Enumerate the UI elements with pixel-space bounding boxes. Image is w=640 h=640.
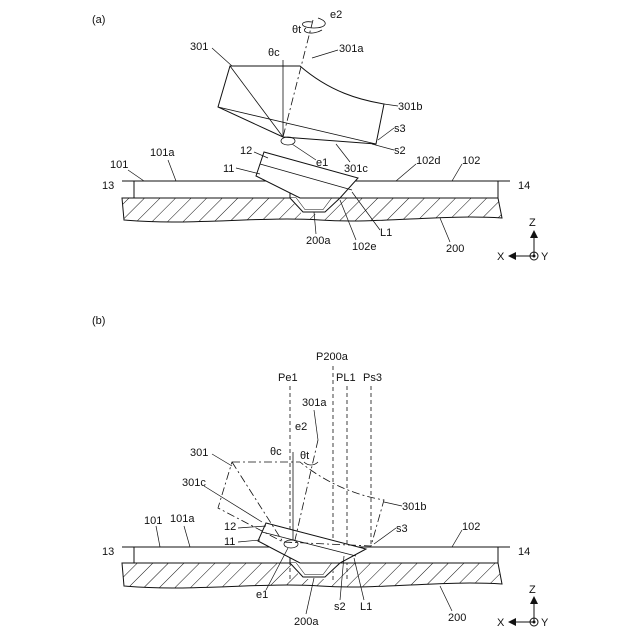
panel-b: (b) P200a Pe1 PL1 Ps3 301a e2 bbox=[92, 315, 549, 629]
waveguide-102 bbox=[340, 181, 498, 198]
theta-t-arc bbox=[304, 28, 322, 33]
label-102: 102 bbox=[462, 155, 480, 167]
label-12-b: 12 bbox=[224, 521, 236, 533]
label-102e: 102e bbox=[352, 241, 376, 253]
label-301b: 301b bbox=[398, 101, 422, 113]
panel-a-label: (a) bbox=[92, 14, 105, 26]
axis-indicator-a: Z X Y bbox=[497, 217, 549, 263]
axis-indicator-b: Z X Y bbox=[497, 584, 549, 629]
label-101-b: 101 bbox=[144, 515, 162, 527]
tool-301-b-edge bbox=[232, 462, 283, 542]
label-theta-t-b: θt bbox=[300, 450, 309, 462]
label-e2-b: e2 bbox=[295, 421, 307, 433]
e2-rotation-arrow bbox=[303, 18, 326, 28]
label-11-b: 11 bbox=[224, 536, 235, 548]
label-14-b: 14 bbox=[518, 546, 530, 558]
label-11: 11 bbox=[223, 163, 234, 175]
label-P200a: P200a bbox=[316, 351, 349, 363]
panel-b-label: (b) bbox=[92, 315, 105, 327]
label-theta-c-b: θc bbox=[270, 446, 282, 458]
label-200a: 200a bbox=[306, 235, 331, 247]
panel-a: (a) e2 θt 301 θc 301a 301b s3 bbox=[92, 9, 549, 263]
label-e2: e2 bbox=[330, 9, 342, 21]
label-301a: 301a bbox=[339, 43, 364, 55]
label-Ps3: Ps3 bbox=[363, 372, 382, 384]
label-s3: s3 bbox=[394, 123, 406, 135]
waveguide-101 bbox=[134, 181, 290, 198]
label-L1-b: L1 bbox=[360, 601, 372, 613]
label-200a-b: 200a bbox=[294, 616, 319, 628]
axis-z-label-b: Z bbox=[529, 584, 536, 596]
label-L1: L1 bbox=[380, 227, 392, 239]
label-102d: 102d bbox=[416, 155, 440, 167]
label-PL1: PL1 bbox=[336, 372, 356, 384]
label-102-b: 102 bbox=[462, 521, 480, 533]
axis-y-label: Y bbox=[541, 251, 549, 263]
label-s2-b: s2 bbox=[334, 601, 346, 613]
label-301-b: 301 bbox=[190, 447, 208, 459]
axis-y-label-b: Y bbox=[541, 617, 549, 629]
label-theta-t: θt bbox=[292, 24, 301, 36]
axis-x-label: X bbox=[497, 251, 505, 263]
substrate-200 bbox=[122, 198, 502, 222]
label-301b-b: 301b bbox=[402, 501, 426, 513]
axis-x-label-b: X bbox=[497, 617, 505, 629]
axis-z-label: Z bbox=[529, 217, 536, 229]
label-s2: s2 bbox=[394, 145, 406, 157]
label-theta-c: θc bbox=[268, 47, 280, 59]
label-101a: 101a bbox=[150, 147, 175, 159]
label-301: 301 bbox=[190, 41, 208, 53]
label-12: 12 bbox=[240, 145, 252, 157]
label-14: 14 bbox=[518, 180, 530, 192]
theta-t-arc-b bbox=[304, 462, 318, 465]
label-Pe1: Pe1 bbox=[278, 372, 298, 384]
label-200: 200 bbox=[446, 243, 464, 255]
label-101: 101 bbox=[110, 159, 128, 171]
label-301c-b: 301c bbox=[182, 477, 206, 489]
tool-301 bbox=[218, 66, 384, 144]
label-13-b: 13 bbox=[102, 546, 114, 558]
label-101a-b: 101a bbox=[170, 513, 195, 525]
label-200-b: 200 bbox=[448, 612, 466, 624]
label-301c: 301c bbox=[344, 163, 368, 175]
label-e1: e1 bbox=[316, 157, 328, 169]
label-s3-b: s3 bbox=[396, 523, 408, 535]
label-13: 13 bbox=[102, 180, 114, 192]
contact-point-e1 bbox=[281, 137, 295, 145]
label-e1-b: e1 bbox=[256, 589, 268, 601]
label-301a-b: 301a bbox=[302, 397, 327, 409]
waveguide-101-b bbox=[134, 547, 290, 563]
